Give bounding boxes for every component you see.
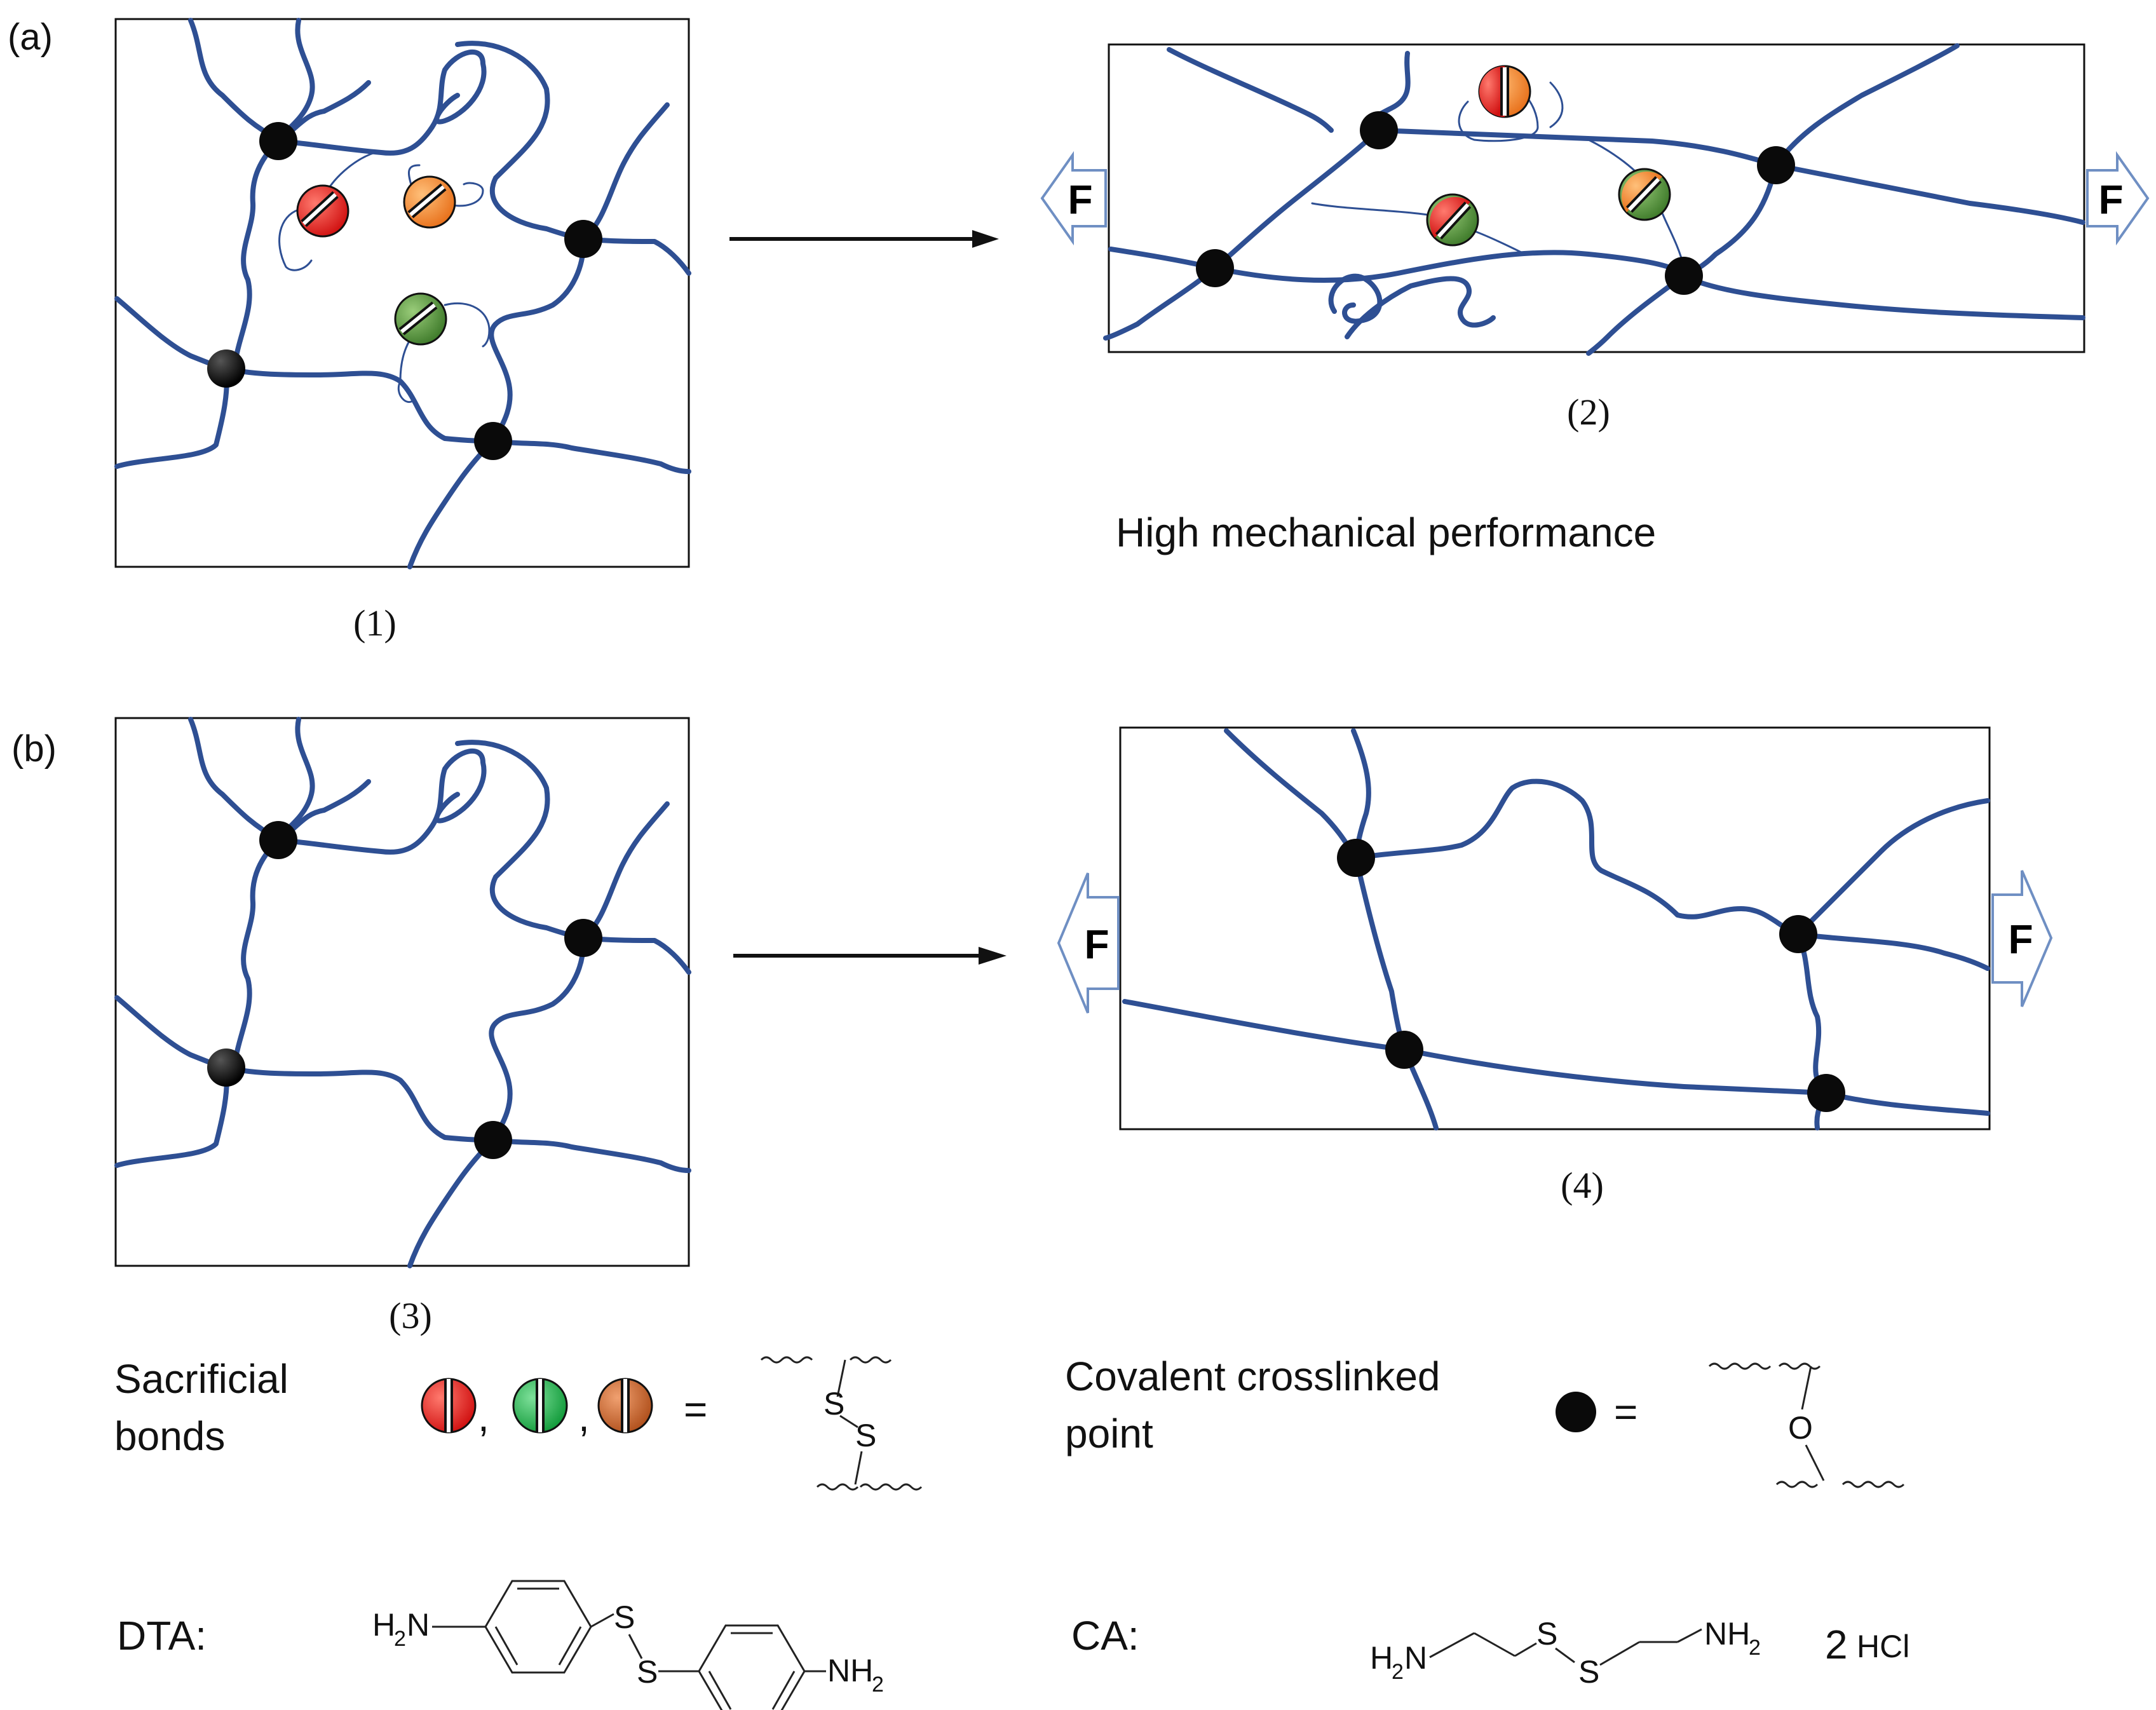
legend-covalent-label: point [1065, 1411, 1153, 1456]
svg-text:S: S [637, 1654, 658, 1690]
panel-1: (1) [114, 18, 691, 644]
force-arrow-left: F [1057, 872, 1120, 1014]
svg-text:F: F [1068, 177, 1092, 222]
sacrificial-bond-orange [403, 175, 456, 229]
svg-text:2: 2 [394, 1627, 406, 1651]
crosslink-node [1665, 257, 1703, 295]
dta-structure: DTA: H 2 N S S NH 2 [117, 1580, 884, 1710]
svg-text:2: 2 [1392, 1660, 1404, 1684]
panel-caption-2: (2) [1567, 391, 1610, 433]
panel-caption-1: (1) [353, 602, 397, 644]
legend-covalent: Covalent crosslinked point = O [1065, 1354, 1905, 1488]
sacrificial-bond-red-orange [1478, 65, 1531, 118]
svg-text:N: N [1404, 1640, 1427, 1676]
crosslink-node [564, 919, 602, 957]
svg-text:H: H [1370, 1640, 1393, 1676]
crosslink-node [1757, 146, 1795, 184]
svg-text:2: 2 [872, 1673, 884, 1697]
legend-sacrificial-label: Sacrificial [114, 1356, 288, 1402]
svg-text:S: S [1578, 1654, 1599, 1690]
sacrificial-bond-red-green [1426, 193, 1479, 247]
crosslink-node [1360, 111, 1398, 149]
crosslink-node [207, 1048, 245, 1087]
svg-text:2: 2 [1825, 1622, 1848, 1667]
crosslink-node [1385, 1031, 1423, 1069]
crosslink-node [259, 821, 297, 859]
svg-text:NH: NH [1704, 1616, 1750, 1652]
legend-bond-green [512, 1378, 568, 1434]
svg-text:NH: NH [827, 1653, 873, 1688]
svg-text:F: F [2098, 177, 2123, 222]
legend-sacrificial-label: bonds [114, 1413, 225, 1459]
svg-text:S: S [855, 1418, 876, 1453]
svg-text:N: N [407, 1607, 430, 1643]
panel-label-a: (a) [8, 17, 53, 58]
sacrificial-bond-green [394, 292, 447, 346]
legend-comma: , [578, 1394, 590, 1440]
svg-text:S: S [614, 1599, 635, 1635]
legend-equals: = [684, 1387, 707, 1432]
crosslink-node [564, 220, 602, 258]
annotation-high-performance: High mechanical performance [1116, 510, 1656, 555]
sacrificial-bond-red [296, 184, 349, 238]
sacrificial-bond-orange-green [1618, 168, 1671, 221]
force-arrow-right: F [2086, 151, 2150, 246]
legend-bond-red [421, 1378, 477, 1434]
ether-structure: O [1708, 1362, 1905, 1488]
svg-text:H: H [372, 1607, 395, 1643]
dta-label: DTA: [117, 1613, 207, 1659]
svg-text:F: F [2008, 916, 2033, 962]
ca-label: CA: [1071, 1613, 1139, 1659]
crosslink-node [1779, 915, 1817, 953]
crosslink-node [474, 1121, 512, 1159]
panel-2: (2) [1103, 43, 2085, 433]
legend-equals: = [1614, 1389, 1637, 1435]
svg-text:2: 2 [1749, 1636, 1761, 1660]
crosslink-node [1807, 1074, 1845, 1112]
disulfide-structure: S S [760, 1356, 923, 1491]
panel-caption-4: (4) [1561, 1165, 1604, 1206]
crosslink-node [1337, 839, 1375, 877]
panel-4: (4) [1119, 726, 1991, 1206]
legend-bond-brown [597, 1378, 653, 1434]
ca-structure: CA: H 2 N S S NH 2 2 HCl [1071, 1613, 1909, 1690]
svg-text:S: S [1536, 1616, 1557, 1652]
panel-caption-3: (3) [389, 1295, 432, 1336]
crosslink-node [474, 422, 512, 460]
legend-covalent-label: Covalent crosslinked [1065, 1354, 1441, 1399]
force-arrow-right: F [1991, 870, 2053, 1007]
panel-label-b: (b) [11, 728, 57, 770]
crosslink-node [1196, 249, 1234, 287]
legend-comma: , [478, 1394, 489, 1440]
force-arrow-left: F [1040, 151, 1107, 246]
svg-text:HCl: HCl [1857, 1629, 1909, 1664]
legend-crosslink-node [1556, 1392, 1596, 1432]
crosslink-node [207, 349, 245, 388]
arrow-head [972, 230, 999, 248]
svg-text:O: O [1788, 1410, 1813, 1446]
crosslink-node [259, 122, 297, 160]
legend-sacrificial: Sacrificial bonds , , = S S [114, 1356, 923, 1491]
arrow-head [979, 947, 1007, 965]
svg-text:F: F [1084, 921, 1109, 967]
panel-3: (3) [114, 717, 691, 1336]
